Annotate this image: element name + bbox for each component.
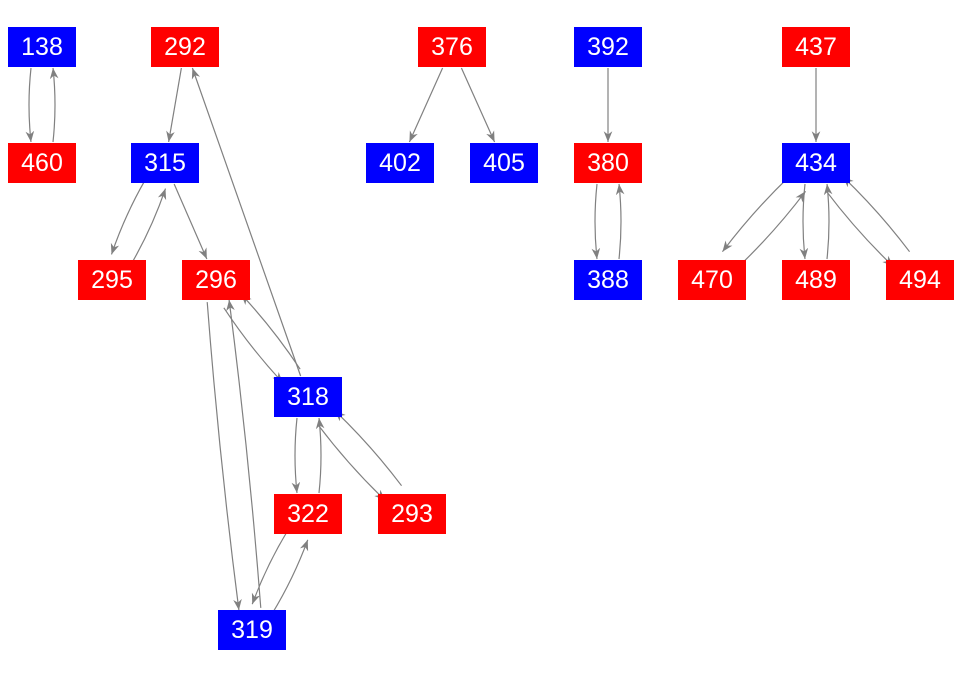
- node-376: 376: [418, 27, 486, 67]
- node-437: 437: [782, 27, 850, 67]
- edge-376-to-402: [408, 67, 444, 143]
- node-292: 292: [151, 27, 219, 67]
- edge-460-to-138: [49, 67, 59, 143]
- edge-318-to-296: [240, 293, 301, 370]
- edge-376-to-405: [460, 67, 496, 143]
- edge-388-to-380: [615, 183, 625, 260]
- node-405: 405: [470, 143, 538, 183]
- node-138: 138: [8, 27, 76, 67]
- edge-489-to-434: [823, 183, 833, 260]
- node-489: 489: [782, 260, 850, 300]
- edge-318-to-322: [291, 417, 301, 494]
- node-295: 295: [78, 260, 146, 300]
- node-319: 319: [218, 610, 286, 650]
- node-392: 392: [574, 27, 642, 67]
- edge-293-to-318: [334, 410, 403, 487]
- edge-318-to-293: [317, 424, 386, 501]
- node-460: 460: [8, 143, 76, 183]
- node-293: 293: [378, 494, 446, 534]
- edge-434-to-470: [721, 176, 790, 253]
- edge-319-to-296: [226, 299, 262, 608]
- edge-292-to-315: [166, 67, 182, 143]
- node-494: 494: [886, 260, 954, 300]
- node-402: 402: [366, 143, 434, 183]
- node-296: 296: [182, 260, 250, 300]
- node-380: 380: [574, 143, 642, 183]
- node-318: 318: [274, 377, 342, 417]
- node-470: 470: [678, 260, 746, 300]
- edge-138-to-460: [25, 67, 35, 143]
- edge-319-to-322: [271, 539, 309, 615]
- edge-434-to-489: [799, 183, 809, 260]
- node-322: 322: [274, 494, 342, 534]
- node-315: 315: [131, 143, 199, 183]
- edge-318-to-292: [191, 67, 302, 377]
- node-388: 388: [574, 260, 642, 300]
- node-434: 434: [782, 143, 850, 183]
- edge-322-to-318: [315, 417, 325, 494]
- edge-296-to-318: [223, 307, 284, 384]
- edge-470-to-434: [738, 190, 807, 267]
- edge-494-to-434: [842, 176, 911, 253]
- edge-434-to-494: [825, 190, 894, 267]
- edge-322-to-319: [251, 529, 289, 605]
- edge-380-to-388: [591, 183, 601, 260]
- edge-315-to-295: [110, 179, 146, 255]
- edge-296-to-319: [206, 302, 242, 611]
- edge-295-to-315: [131, 188, 167, 264]
- edge-315-to-296: [173, 183, 208, 260]
